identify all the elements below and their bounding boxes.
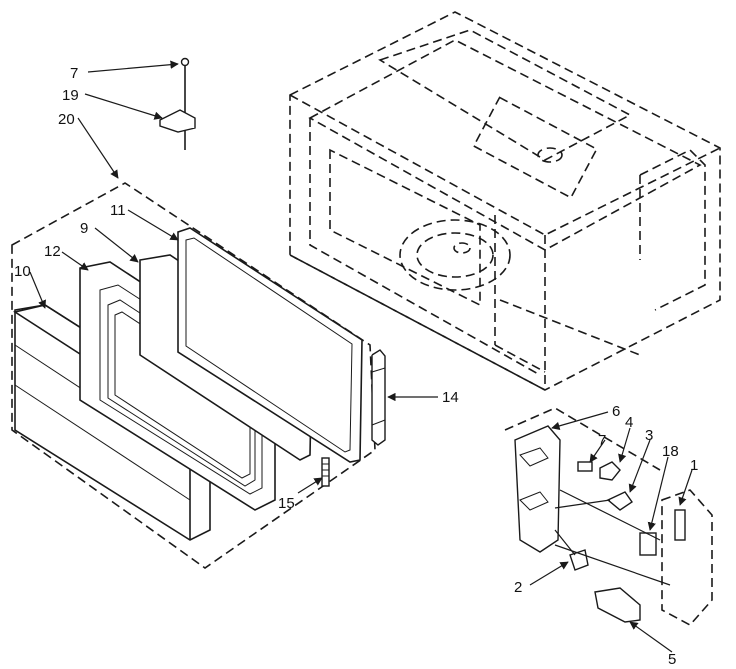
- door-assembly-outline: [11, 182, 376, 569]
- callout-7-top: 7: [70, 65, 78, 82]
- callout-2: 2: [514, 579, 522, 596]
- door-frame: [79, 261, 276, 511]
- callout-1: 1: [690, 457, 698, 474]
- callout-11: 11: [110, 202, 126, 219]
- door-seal: [177, 227, 363, 463]
- callout-7-lower: 7: [598, 432, 606, 449]
- screw-and-latch: [159, 57, 196, 150]
- callout-15: 15: [278, 495, 295, 512]
- callout-10: 10: [14, 263, 31, 280]
- hinge-bracket: [371, 349, 386, 446]
- callout-12: 12: [44, 243, 61, 260]
- callout-labels: 7 19 20 11 9 12 10 14 15 6 7 4 3 18 1 2 …: [14, 65, 698, 668]
- callout-14: 14: [442, 389, 459, 406]
- callout-18: 18: [662, 443, 679, 460]
- callout-9: 9: [80, 220, 88, 237]
- door-spring: [321, 457, 330, 487]
- callout-6: 6: [612, 403, 620, 420]
- callout-20: 20: [58, 111, 75, 128]
- callout-4: 4: [625, 414, 633, 431]
- callout-19: 19: [62, 87, 79, 104]
- leader-lines: [29, 60, 693, 653]
- callout-3: 3: [645, 427, 653, 444]
- microwave-cavity: [289, 11, 721, 391]
- interlock-assembly: [504, 407, 713, 627]
- callout-5: 5: [668, 651, 676, 668]
